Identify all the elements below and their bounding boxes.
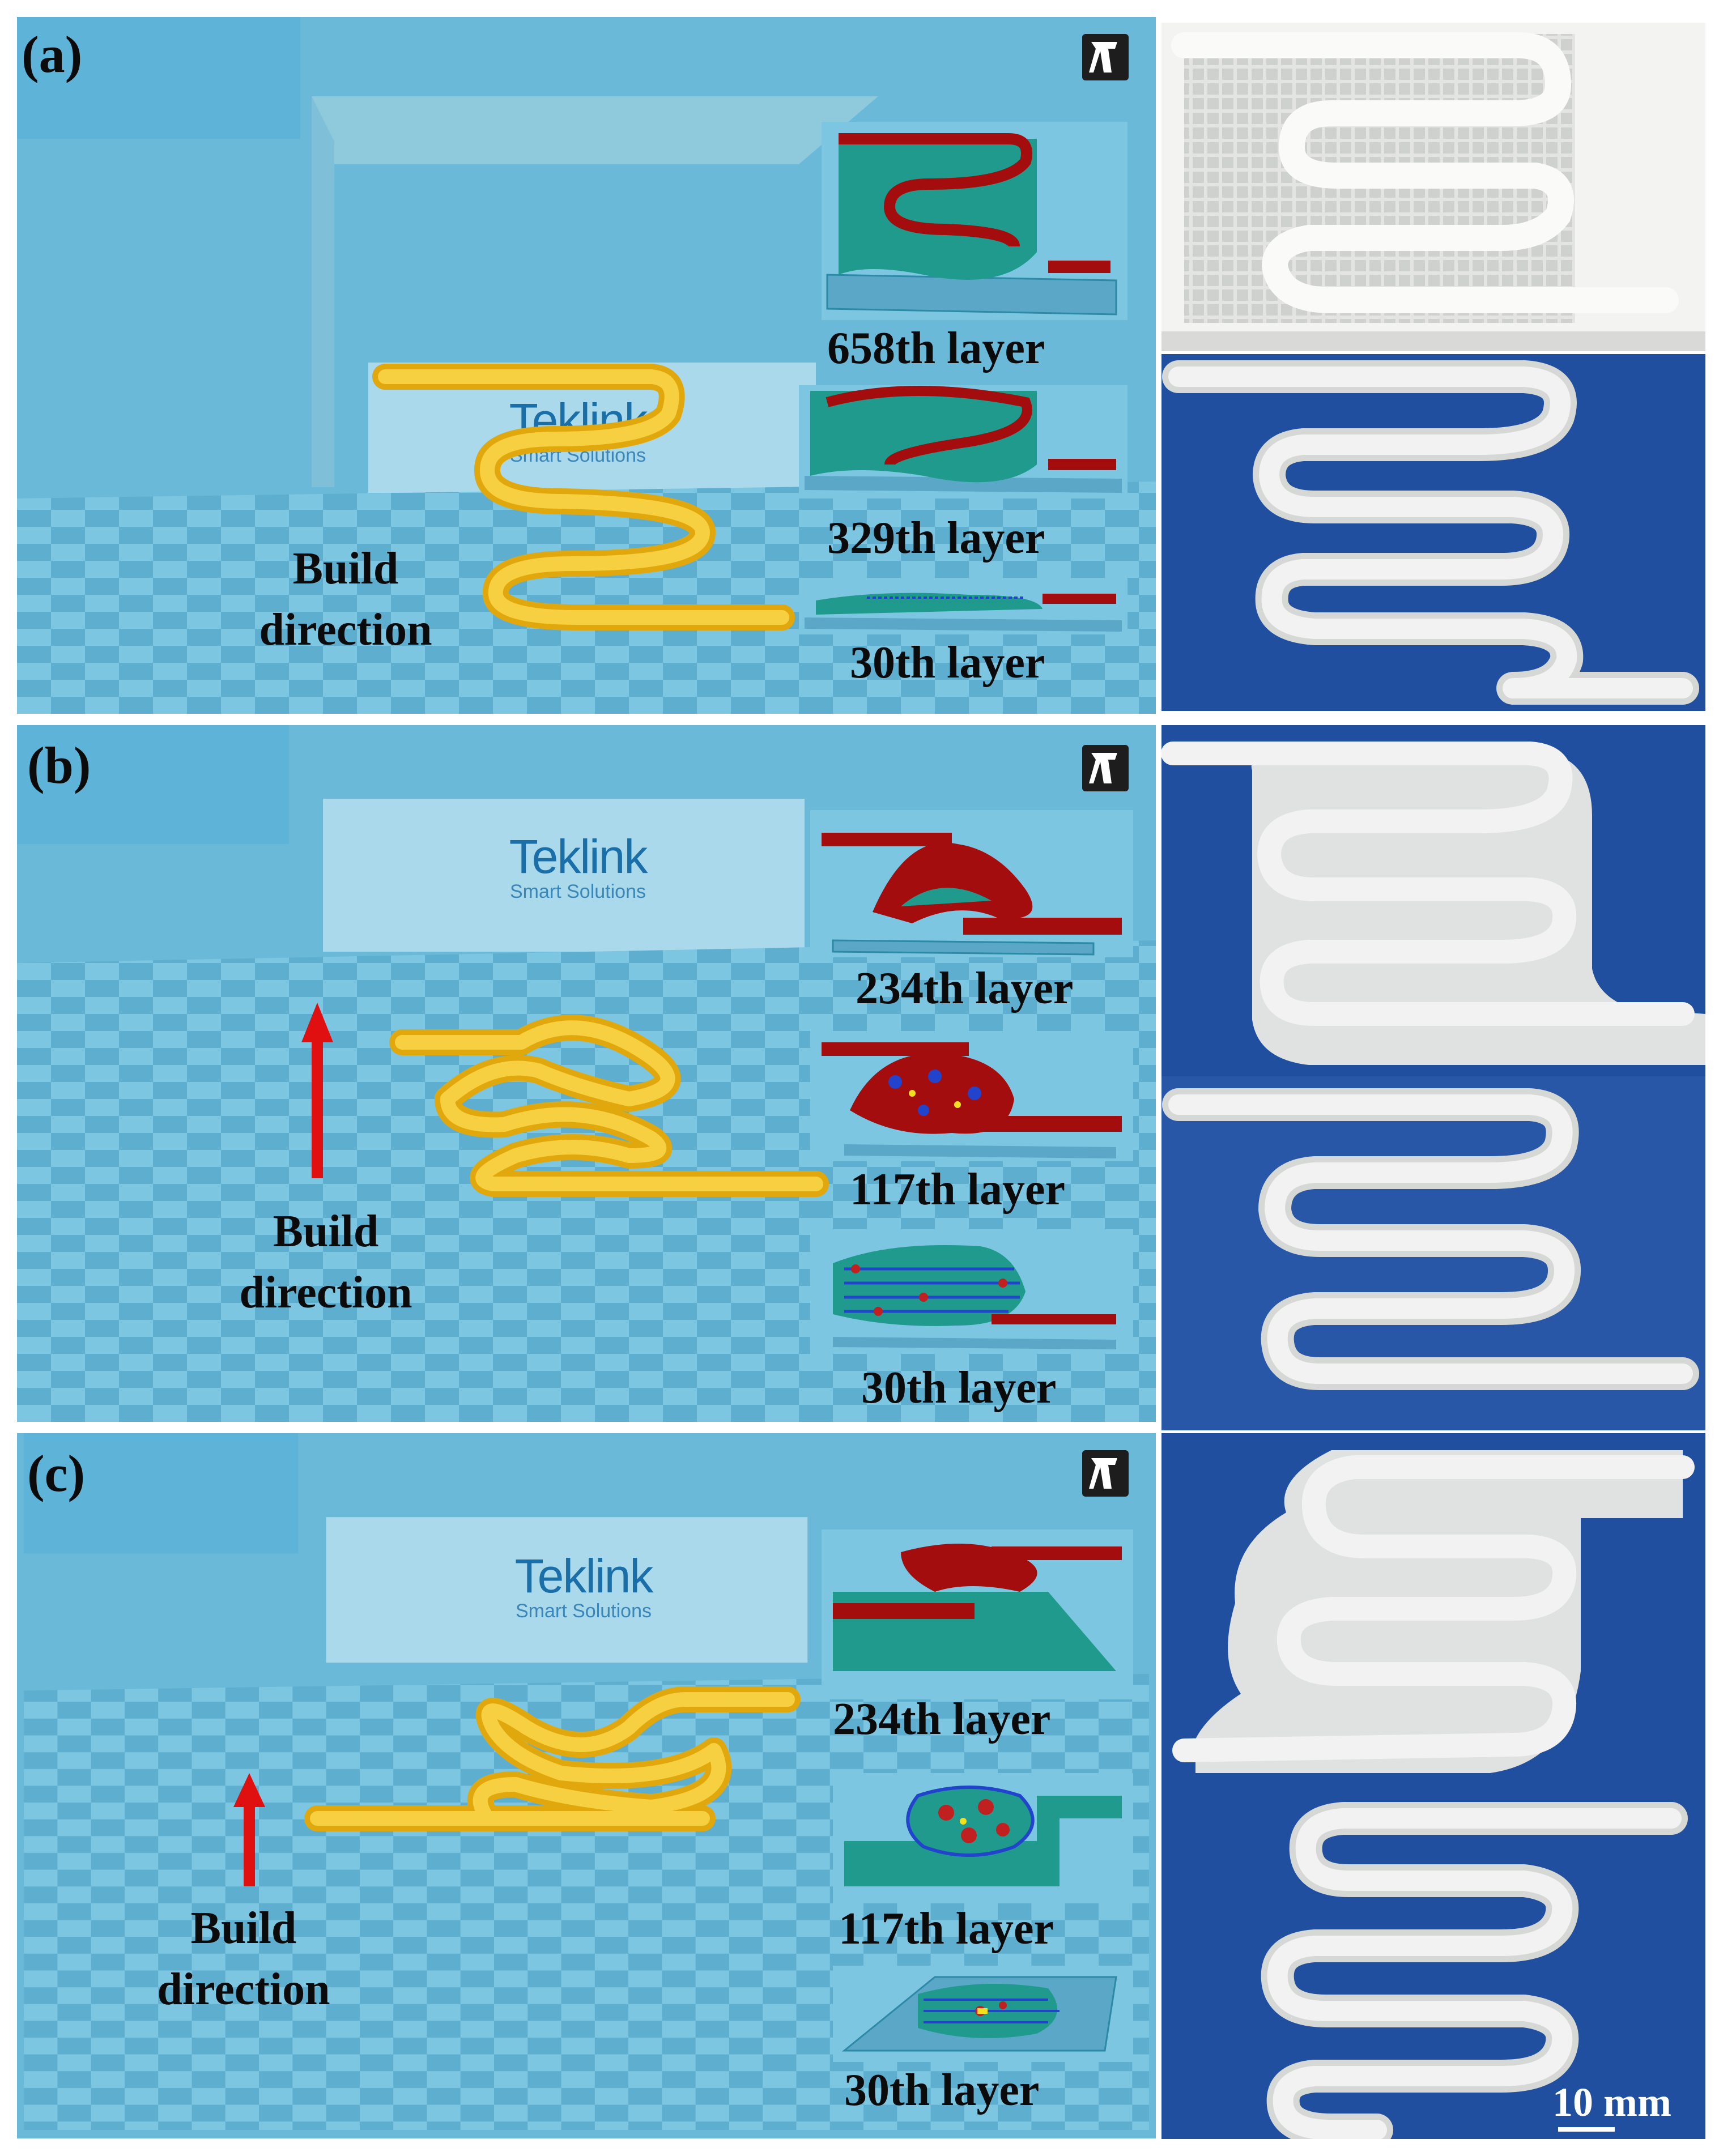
build-direction-arrow-icon [301, 1003, 333, 1178]
serpentine-part-model [389, 1015, 829, 1197]
build-direction-label: Build direction [116, 1898, 371, 2020]
layer-label: 30th layer [844, 2065, 1040, 2115]
layer-label: 234th layer [833, 1694, 1051, 1744]
app-logo-icon [1082, 745, 1129, 791]
build-direction-label: Build direction [198, 1201, 453, 1323]
build-label-line1: Build [273, 1207, 379, 1256]
build-direction-label: Build direction [227, 538, 465, 661]
serpentine-part-model [304, 1686, 801, 1831]
teklink-logo: Teklink Smart Solutions [482, 833, 674, 904]
panel-a-viewport: Teklink Smart Solutions Build direction … [17, 17, 1156, 714]
photo-printed-with-supports-c [1161, 1433, 1705, 1796]
layer-label: 117th layer [839, 1904, 1054, 1954]
logo-tagline: Smart Solutions [510, 881, 646, 902]
panel-label: (b) [27, 736, 91, 794]
slice-thumbnail-lower [810, 1229, 1133, 1354]
build-label-line2: direction [239, 1268, 412, 1318]
scale-bar [1558, 2127, 1615, 2132]
panel-label: (a) [22, 25, 83, 83]
panel-label: (c) [27, 1445, 86, 1502]
photo-printed-with-supports-a [1161, 23, 1705, 351]
layer-label: 658th layer [827, 323, 1045, 373]
slice-thumbnail-lower [833, 1966, 1133, 2062]
photo-printed-part-c: 10 mm [1161, 1796, 1705, 2139]
build-label-line2: direction [259, 605, 432, 655]
panel-c-viewport: Teklink Smart Solutions Build direction … [17, 1433, 1156, 2138]
logo-name: Teklink [509, 830, 648, 883]
teklink-logo: Teklink Smart Solutions [487, 1552, 680, 1623]
app-logo-icon [1082, 1450, 1129, 1497]
panel-b-viewport: Teklink Smart Solutions Build direction … [17, 725, 1156, 1422]
slice-thumbnail-middle [799, 385, 1127, 498]
layer-label: 117th layer [850, 1165, 1065, 1215]
layer-label: 30th layer [861, 1363, 1057, 1413]
layer-label: 234th layer [856, 964, 1074, 1013]
photo-printed-with-supports-b [1161, 725, 1705, 1076]
app-logo-icon [1082, 34, 1129, 80]
build-direction-arrow-icon [233, 1773, 265, 1886]
slice-thumbnail-upper [822, 1529, 1133, 1699]
build-label-line1: Build [190, 1903, 297, 1953]
layer-label: 30th layer [850, 638, 1045, 688]
slice-thumbnail-middle [833, 1773, 1133, 1903]
photo-printed-part-b [1161, 1076, 1705, 1430]
build-label-line2: direction [157, 1965, 330, 2014]
photo-printed-part-a [1161, 354, 1705, 711]
slice-thumbnail-upper [822, 122, 1127, 320]
slice-thumbnail-middle [810, 1031, 1133, 1161]
build-label-line1: Build [292, 544, 399, 594]
logo-tagline: Smart Solutions [516, 1600, 652, 1622]
layer-label: 329th layer [827, 513, 1045, 563]
serpentine-part-model [372, 364, 795, 630]
logo-name: Teklink [514, 1549, 654, 1603]
scale-bar-label: 10 mm [1552, 2080, 1671, 2125]
slice-thumbnail-upper [810, 810, 1133, 957]
slice-thumbnail-lower [799, 578, 1127, 634]
